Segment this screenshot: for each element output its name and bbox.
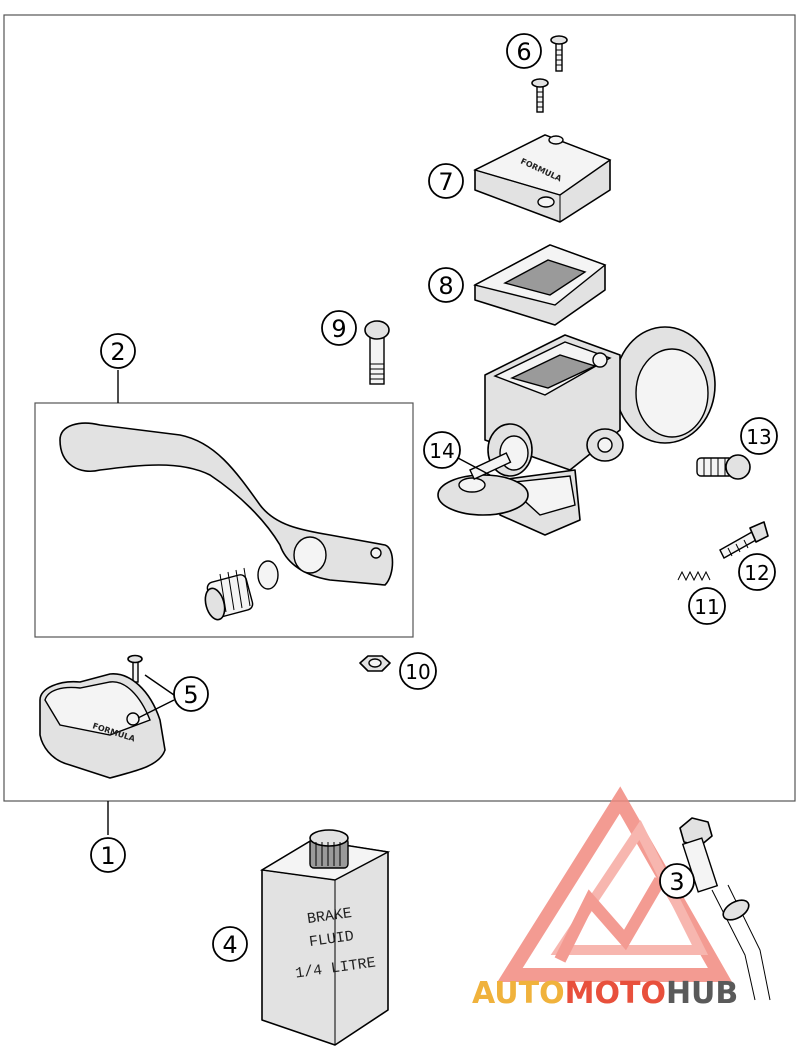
brake-hose-3: [679, 817, 771, 1001]
callout-4-label: 4: [222, 931, 237, 959]
bolt-9: [364, 320, 390, 385]
callout-9: 9: [321, 310, 357, 346]
master-cylinder-body: [484, 326, 716, 536]
watermark-moto: MOTO: [565, 976, 666, 1011]
callout-11-label: 11: [694, 595, 719, 619]
callout-10: 10: [399, 652, 437, 690]
callout-3-label: 3: [669, 868, 684, 896]
callout-14: 14: [423, 431, 461, 469]
screw-6b: [531, 78, 549, 113]
watermark-hub: HUB: [666, 976, 738, 1011]
callout-8: 8: [428, 267, 464, 303]
callout-12: 12: [738, 553, 776, 591]
screw-6a: [550, 35, 568, 72]
callout-4: 4: [212, 926, 248, 962]
callout-14-label: 14: [429, 439, 454, 463]
callout-6: 6: [506, 33, 542, 69]
fluid-label-line2: FLUID: [308, 928, 355, 951]
lever-cover-5: FORMULA: [39, 654, 166, 779]
callout-7: 7: [428, 163, 464, 199]
diaphragm-8: [473, 244, 607, 326]
callout-3: 3: [659, 863, 695, 899]
spring-11: [677, 570, 711, 582]
callout-13: 13: [740, 417, 778, 455]
callout-6-label: 6: [516, 38, 531, 66]
push-rod-14: [437, 452, 529, 516]
callout-12-label: 12: [744, 561, 769, 585]
reservoir-cap-7: FORMULA: [473, 134, 612, 223]
callout-11: 11: [688, 587, 726, 625]
callout-13-label: 13: [746, 425, 771, 449]
callout-1: 1: [90, 837, 126, 873]
callout-9-label: 9: [331, 315, 346, 343]
callout-2-label: 2: [110, 338, 125, 366]
lever-adjuster: [204, 567, 254, 621]
adjuster-13: [696, 454, 751, 480]
callout-2: 2: [100, 333, 136, 369]
callout-10-label: 10: [405, 660, 430, 684]
callout-5-label: 5: [183, 681, 198, 709]
brake-lever-2: [59, 422, 394, 621]
pin-screw-12: [719, 521, 769, 559]
watermark-auto: AUTO: [472, 976, 565, 1011]
watermark-text: AUTOMOTOHUB: [472, 976, 738, 1011]
leader-lines: [107, 370, 491, 835]
callout-5: 5: [173, 676, 209, 712]
callout-7-label: 7: [438, 168, 453, 196]
lever-subframe: [34, 402, 414, 638]
callout-1-label: 1: [100, 842, 115, 870]
nut-10: [359, 655, 391, 672]
brake-fluid-container-4: BRAKE FLUID 1/4 LITRE: [259, 829, 391, 1046]
callout-8-label: 8: [438, 272, 453, 300]
fluid-label-line1: BRAKE: [306, 905, 353, 928]
assembly-frame: [3, 14, 796, 802]
